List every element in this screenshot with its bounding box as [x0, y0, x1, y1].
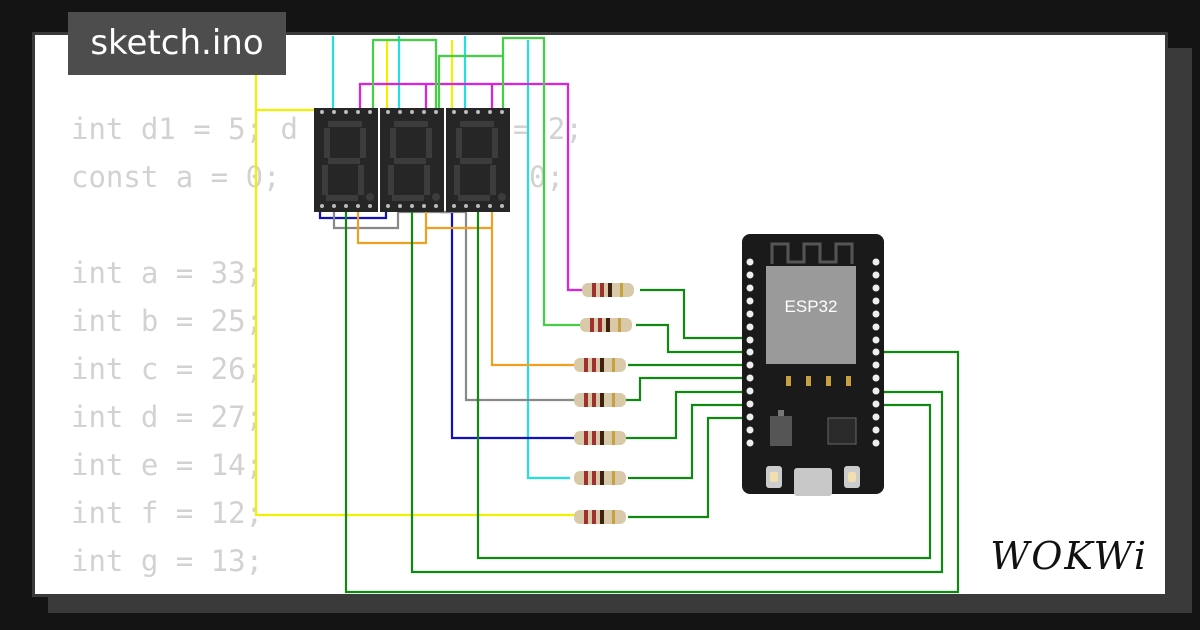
resistor-icon[interactable]	[574, 431, 626, 445]
file-tab[interactable]: sketch.ino	[68, 12, 286, 75]
resistor-icon[interactable]	[574, 471, 626, 485]
resistors	[574, 283, 634, 524]
wire-green-5[interactable]	[626, 390, 748, 440]
wire-yellow-top[interactable]	[385, 40, 454, 108]
wokwi-logo: WOKWi	[990, 534, 1148, 578]
wire-magenta[interactable]	[358, 82, 582, 292]
wifi-antenna-icon	[770, 242, 854, 264]
seven-segment-display-icon[interactable]	[446, 108, 510, 212]
usb-port-icon	[794, 468, 832, 496]
resistor-icon[interactable]	[574, 510, 626, 524]
wire-green-10[interactable]	[476, 200, 932, 560]
code-line: int f = 12;	[71, 496, 264, 530]
code-fragment-2: 0;	[529, 160, 564, 194]
wire-green-7[interactable]	[628, 416, 748, 519]
wire-green-8[interactable]	[344, 200, 960, 594]
resistor-icon[interactable]	[580, 318, 632, 332]
board-label: ESP32	[785, 297, 838, 316]
seven-segment-display-icon[interactable]	[314, 108, 378, 212]
wire-green-2[interactable]	[636, 323, 748, 354]
resistor-icon[interactable]	[574, 358, 626, 372]
code-background: int d1 = 5; d const a = 0; int a = 33; int …	[71, 105, 298, 585]
code-line: int d = 27;	[71, 400, 264, 434]
code-fragment-1: = 2;	[513, 112, 583, 146]
wire-gray[interactable]	[332, 200, 575, 402]
esp32-board[interactable]: ESP32	[742, 234, 884, 496]
wire-yellow-d1[interactable]	[254, 40, 575, 517]
seven-segment-display-icon[interactable]	[380, 108, 444, 212]
simulation-canvas[interactable]: int d1 = 5; d const a = 0; int a = 33; int …	[32, 32, 1168, 597]
code-line: int g = 13;	[71, 544, 264, 578]
wire-green-1[interactable]	[640, 288, 748, 340]
code-line: int d1 = 5; d	[71, 112, 298, 146]
code-line: int e = 14;	[71, 448, 264, 482]
wire-green-9[interactable]	[410, 200, 944, 574]
resistor-icon[interactable]	[574, 393, 626, 407]
code-line: int c = 26;	[71, 352, 264, 386]
code-line: int b = 25;	[71, 304, 264, 338]
code-line: const a = 0;	[71, 160, 281, 194]
wire-cyan[interactable]	[331, 36, 570, 480]
wire-green-6[interactable]	[628, 403, 748, 480]
code-line: int a = 33;	[71, 256, 264, 290]
wire-lime[interactable]	[371, 36, 580, 327]
resistor-icon[interactable]	[582, 283, 634, 297]
wire-green-4[interactable]	[626, 376, 748, 402]
